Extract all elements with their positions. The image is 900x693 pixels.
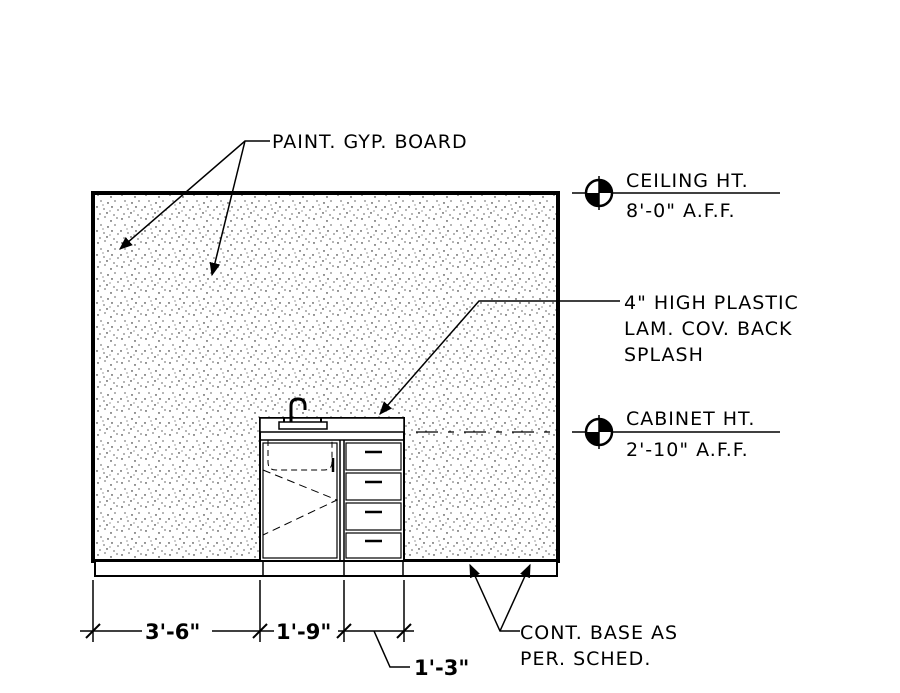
dimension-string [80, 580, 414, 668]
backsplash-note-line2: LAM. COV. BACK [624, 318, 792, 340]
faucet-icon [278, 397, 328, 430]
dimension-left: 3'-6" [145, 620, 200, 644]
cabinet-height-title: CABINET HT. [626, 408, 755, 430]
ceiling-height-value: 8'-0" A.F.F. [626, 200, 736, 222]
drawer-stack [345, 442, 402, 559]
backsplash-leader [379, 300, 620, 416]
ceiling-height-title: CEILING HT. [626, 170, 749, 192]
dimension-sink: 1'-9" [276, 620, 331, 644]
ceiling-height-marker [572, 176, 780, 210]
cabinet-height-marker [572, 415, 780, 449]
base-note-line2: PER. SCHED. [520, 648, 651, 670]
backsplash-note-line3: SPLASH [624, 344, 704, 366]
wall-finish-leader [118, 140, 270, 277]
base-strip [94, 560, 558, 577]
base-note-line1: CONT. BASE AS [520, 622, 678, 644]
dimension-drawers: 1'-3" [414, 656, 469, 680]
base-leader [469, 563, 531, 632]
backsplash-note-line1: 4" HIGH PLASTIC [624, 292, 799, 314]
base-cabinet [259, 397, 405, 562]
wall-finish-note: PAINT. GYP. BOARD [272, 131, 468, 153]
cabinet-height-value: 2'-10" A.F.F. [626, 439, 749, 461]
